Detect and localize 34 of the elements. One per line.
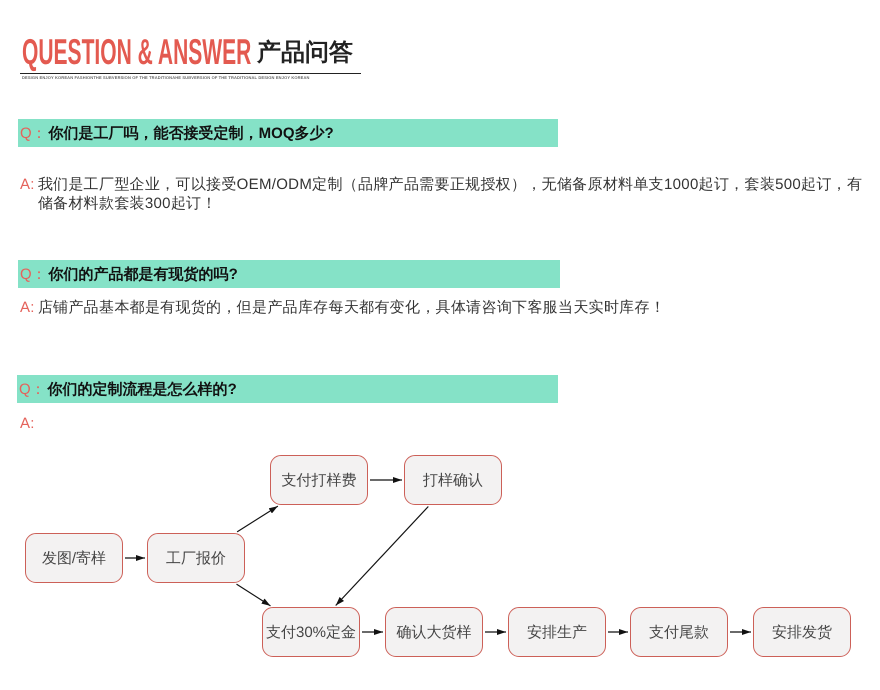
question-text: 你们的产品都是有现货的吗? [48,264,238,284]
arrow [608,629,628,635]
answer-prefix: A: [20,175,35,194]
answer-prefix: A: [20,298,35,317]
arrow [485,629,506,635]
title-text: 产品问答 [257,38,353,67]
process-box: 支付尾款 [630,607,728,657]
arrow [236,506,278,532]
question-band [18,119,558,147]
process-box: 工厂报价 [147,533,245,583]
process-box: 发图/寄样 [25,533,123,583]
process-box: 打样确认 [404,455,502,505]
question-prefix: Q： [20,124,47,142]
arrow [335,506,429,606]
arrow [362,629,383,635]
process-box: 安排生产 [508,607,606,657]
arrow [730,629,751,635]
title: QUESTION & ANSWER [22,32,252,72]
answer-text: 我们是工厂型企业，可以接受OEM/ODM定制（品牌产品需要正规授权），无储备原材料单支1000起订，套装500起订，有储备材料款套装300起订！ [38,175,864,213]
question-text: 你们的定制流程是怎么样的? [48,380,237,398]
arrow [125,555,145,561]
answer-prefix: A: [20,414,35,433]
answer-text: 店铺产品基本都是有现货的，但是产品库存每天都有变化，具体请咨询下客服当天实时库存！ [38,298,666,317]
process-box: 确认大货样 [385,607,483,657]
question-prefix: Q： [19,380,46,398]
question-prefix: Q： [20,264,47,284]
question-band [17,375,558,403]
process-box: 安排发货 [753,607,851,657]
question-band [18,260,560,288]
process-box: 支付30%定金 [262,607,360,657]
arrow [236,584,271,606]
process-box: 支付打样费 [270,455,368,505]
arrow [370,477,402,483]
question-text: 你们是工厂吗，能否接受定制，MOQ多少? [48,124,334,142]
